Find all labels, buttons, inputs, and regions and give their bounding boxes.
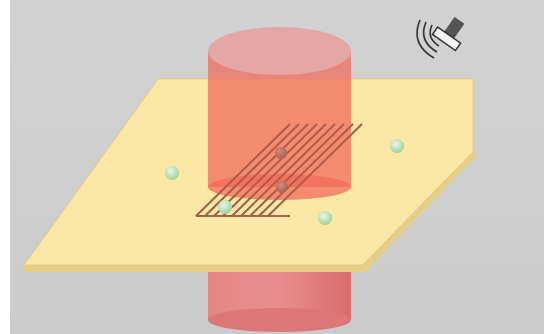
grating-line: [240, 123, 336, 217]
grating-line: [249, 123, 345, 217]
grating-line: [267, 123, 363, 217]
sensor-dot-4: [318, 211, 332, 225]
grating-line: [213, 123, 309, 217]
particles: [275, 147, 288, 193]
grating-line: [204, 123, 300, 217]
cylinder-upper: [208, 27, 351, 200]
grating-line: [195, 123, 291, 217]
grating-line: [222, 123, 318, 217]
grating-line: [258, 123, 354, 217]
particle-2: [276, 181, 288, 193]
sensors: [165, 139, 404, 225]
speaker-sound-waves-icon: [416, 16, 465, 59]
cylinder-lower: [208, 262, 351, 332]
sensor-dot-2: [390, 139, 404, 153]
particle-1: [275, 147, 287, 159]
sensor-dot-3: [218, 200, 232, 214]
left-margin: [0, 0, 10, 334]
grating-line: [231, 123, 327, 217]
sensor-dot-1: [165, 166, 179, 180]
cylinder-top: [208, 27, 351, 75]
grating-lines-overlay: [195, 123, 363, 217]
